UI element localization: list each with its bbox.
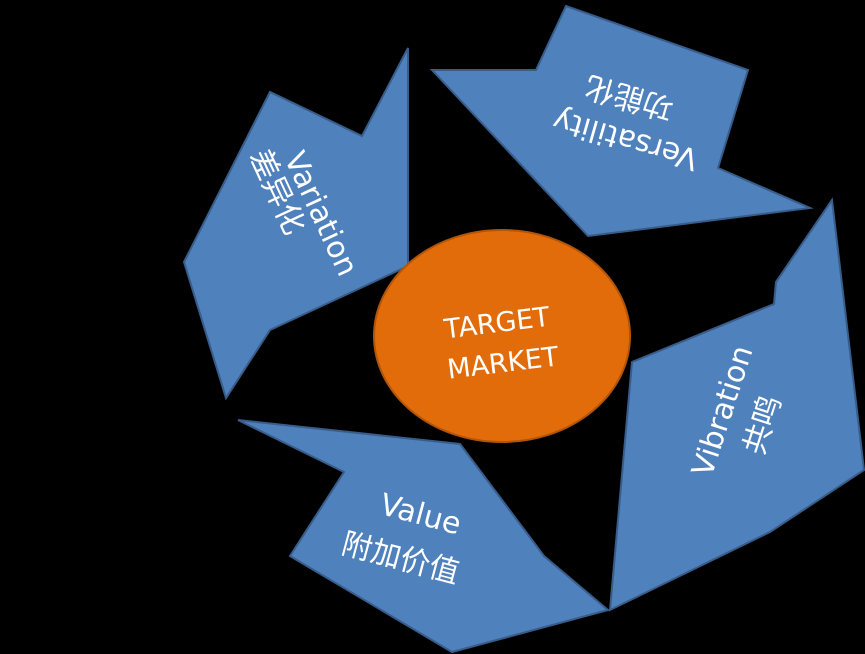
arrow-value-shape: [237, 419, 611, 654]
target-market-center: TARGET MARKET: [373, 229, 631, 443]
arrow-vibration-shape: [608, 197, 865, 612]
arrow-vibration: Vibration 共鸣: [608, 197, 865, 612]
arrow-variation-shape: [182, 47, 409, 401]
arrow-versatility: Versatility 功能化: [429, 4, 814, 238]
arrow-value: Value 附加价值: [237, 419, 611, 654]
target-market-ellipse: [373, 229, 631, 443]
arrow-versatility-shape: [429, 4, 814, 238]
arrow-variation: Variation 差异化: [182, 47, 409, 401]
